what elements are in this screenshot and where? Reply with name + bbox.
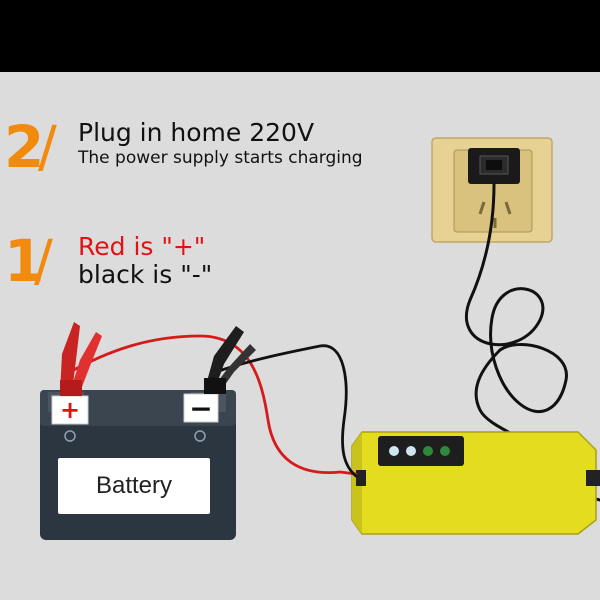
indicator-light-4	[440, 446, 450, 456]
charger-unit	[351, 431, 600, 535]
step-1-black-label: black is "-"	[78, 260, 213, 289]
indicator-light-1	[389, 446, 399, 456]
step-2-slash: /	[38, 115, 57, 180]
indicator-light-3	[423, 446, 433, 456]
step-2-title: Plug in home 220V	[78, 118, 315, 147]
indicator-light-2	[406, 446, 416, 456]
battery-label: Battery	[58, 458, 210, 514]
red-clip-icon	[60, 322, 102, 396]
step-1-red-label: Red is "+"	[78, 232, 206, 261]
step-1-slash: /	[34, 229, 53, 294]
black-clip-icon	[204, 326, 256, 394]
minus-terminal-sign: −	[189, 392, 212, 425]
step-2-subtitle: The power supply starts charging	[78, 148, 363, 168]
step-2-number: 2	[4, 113, 45, 181]
black-wire	[214, 344, 358, 478]
plus-terminal-sign: +	[60, 396, 80, 424]
indicator-lights	[389, 446, 450, 456]
step-1-number: 1	[4, 227, 45, 295]
